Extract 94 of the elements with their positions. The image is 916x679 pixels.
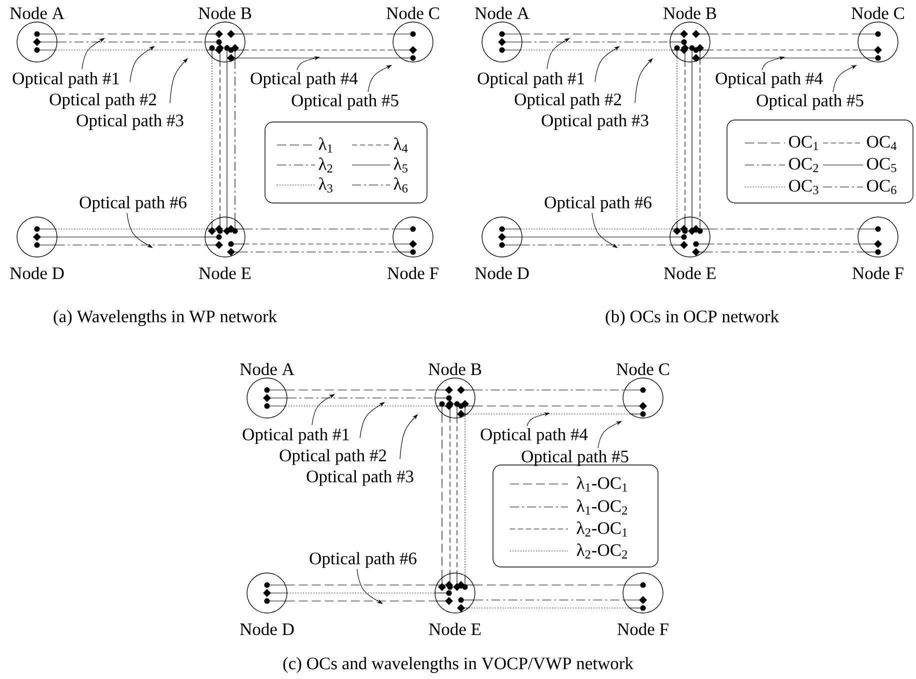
node-label: Node B xyxy=(664,6,716,20)
optical-path-line xyxy=(676,57,678,222)
node-label: Node D xyxy=(10,266,64,280)
legend-label: OC$_{6}$ xyxy=(867,180,896,194)
path-label: Optical path #2 xyxy=(50,93,156,109)
node-label: Node B xyxy=(428,362,482,376)
path-label: Optical path #6 xyxy=(80,196,186,212)
leader-line xyxy=(634,58,653,104)
legend-label: λ$_{2}$-OC$_{1}$ xyxy=(576,522,627,536)
optical-path-line xyxy=(56,244,206,246)
network-node: Node D xyxy=(475,216,529,280)
network-node: Node C xyxy=(386,6,440,62)
node-label: Node F xyxy=(388,266,438,280)
network-node: Node B xyxy=(198,6,252,63)
path-label: Optical path #5 xyxy=(756,94,864,110)
node-label: Node A xyxy=(475,6,530,20)
optical-path-line xyxy=(684,62,686,218)
legend-label: OC$_{1}$ xyxy=(789,136,818,150)
legend-label: OC$_{3}$ xyxy=(789,180,818,194)
path-label: Optical path #3 xyxy=(306,470,414,486)
optical-path-line xyxy=(286,600,436,602)
network-node: Node F xyxy=(852,216,904,280)
network-node: Node C xyxy=(852,6,904,62)
network-node: Node C xyxy=(616,362,670,418)
optical-path-line xyxy=(226,62,228,217)
node-label: Node A xyxy=(10,6,64,20)
legend-label: λ$_{3}$ xyxy=(318,177,332,193)
legend-label: λ$_{4}$ xyxy=(394,138,408,152)
path-label: Optical path #3 xyxy=(76,114,184,130)
leader-line xyxy=(400,414,418,460)
path-label: Optical path #5 xyxy=(292,94,398,110)
path-label: Optical path #6 xyxy=(310,552,416,568)
node-label: Node E xyxy=(664,266,716,280)
node-label: Node D xyxy=(240,622,294,636)
caption: (c) OCs and wavelengths in VOCP/VWP network xyxy=(283,657,634,673)
optical-path-line xyxy=(464,416,466,576)
network-node: Node D xyxy=(10,216,64,280)
node-label: Node B xyxy=(198,6,252,20)
optical-path-line xyxy=(57,236,205,238)
caption: (a) Wavelengths in WP network xyxy=(54,310,278,326)
legend-label: λ$_{1}$-OC$_{2}$ xyxy=(576,500,627,514)
caption: (b) OCs in OCP network xyxy=(606,310,779,326)
network-node: Node B xyxy=(428,362,482,419)
optical-path-line xyxy=(708,228,860,230)
legend-label: OC$_{5}$ xyxy=(867,158,896,172)
path-label: Optical path #6 xyxy=(544,196,652,212)
legend-label: OC$_{2}$ xyxy=(789,158,818,172)
optical-path-line xyxy=(244,228,394,230)
node-label: Node C xyxy=(852,6,904,20)
network-node: Node A xyxy=(10,6,64,62)
optical-path-line xyxy=(286,584,436,586)
path-label: Optical path #2 xyxy=(280,449,386,465)
network-node: Node B xyxy=(664,6,716,63)
legend-label: λ$_{6}$ xyxy=(394,177,408,193)
network-node: Node A xyxy=(240,362,294,418)
node-label: Node F xyxy=(618,622,668,636)
path-label: Optical path #2 xyxy=(514,93,621,109)
optical-path-line xyxy=(56,228,206,230)
legend-label: λ$_{1}$-OC$_{1}$ xyxy=(576,476,627,492)
optical-path-line xyxy=(456,418,458,573)
path-label: Optical path #4 xyxy=(250,72,358,88)
node-label: Node C xyxy=(386,6,440,20)
network-node: Node E xyxy=(664,216,716,280)
network-node: Node D xyxy=(240,572,294,636)
node-label: Node E xyxy=(199,266,251,280)
node-label: Node C xyxy=(616,362,670,376)
network-node: Node E xyxy=(199,216,251,280)
path-label: Optical path #4 xyxy=(480,428,588,444)
path-label: Optical path #4 xyxy=(716,72,823,88)
node-label: Node D xyxy=(475,266,529,280)
optical-path-line xyxy=(522,236,670,238)
path-label: Optical path #3 xyxy=(542,114,648,130)
legend-label: λ$_{2}$-OC$_{2}$ xyxy=(576,544,627,558)
network-node: Node F xyxy=(388,216,438,280)
path-label: Optical path #5 xyxy=(522,450,628,466)
path-label: Optical path #1 xyxy=(242,428,349,444)
legend-label: λ$_{2}$ xyxy=(318,158,332,172)
network-node: Node F xyxy=(618,572,668,636)
legend-label: λ$_{5}$ xyxy=(394,157,408,173)
optical-path-line xyxy=(520,244,672,246)
legend-label: OC$_{4}$ xyxy=(867,136,897,150)
optical-path-line xyxy=(474,584,624,586)
optical-path-line xyxy=(287,592,435,594)
node-label: Node F xyxy=(852,266,904,280)
network-node: Node A xyxy=(475,6,530,62)
optical-path-line xyxy=(234,60,236,220)
path-label: Optical path #1 xyxy=(478,72,584,88)
legend-label: λ$_{1}$ xyxy=(318,138,332,152)
node-label: Node E xyxy=(429,622,481,636)
network-node: Node E xyxy=(429,572,481,636)
leader-line xyxy=(170,58,188,104)
node-label: Node A xyxy=(240,362,294,376)
optical-path-line xyxy=(520,228,672,230)
path-label: Optical path #1 xyxy=(12,72,119,88)
